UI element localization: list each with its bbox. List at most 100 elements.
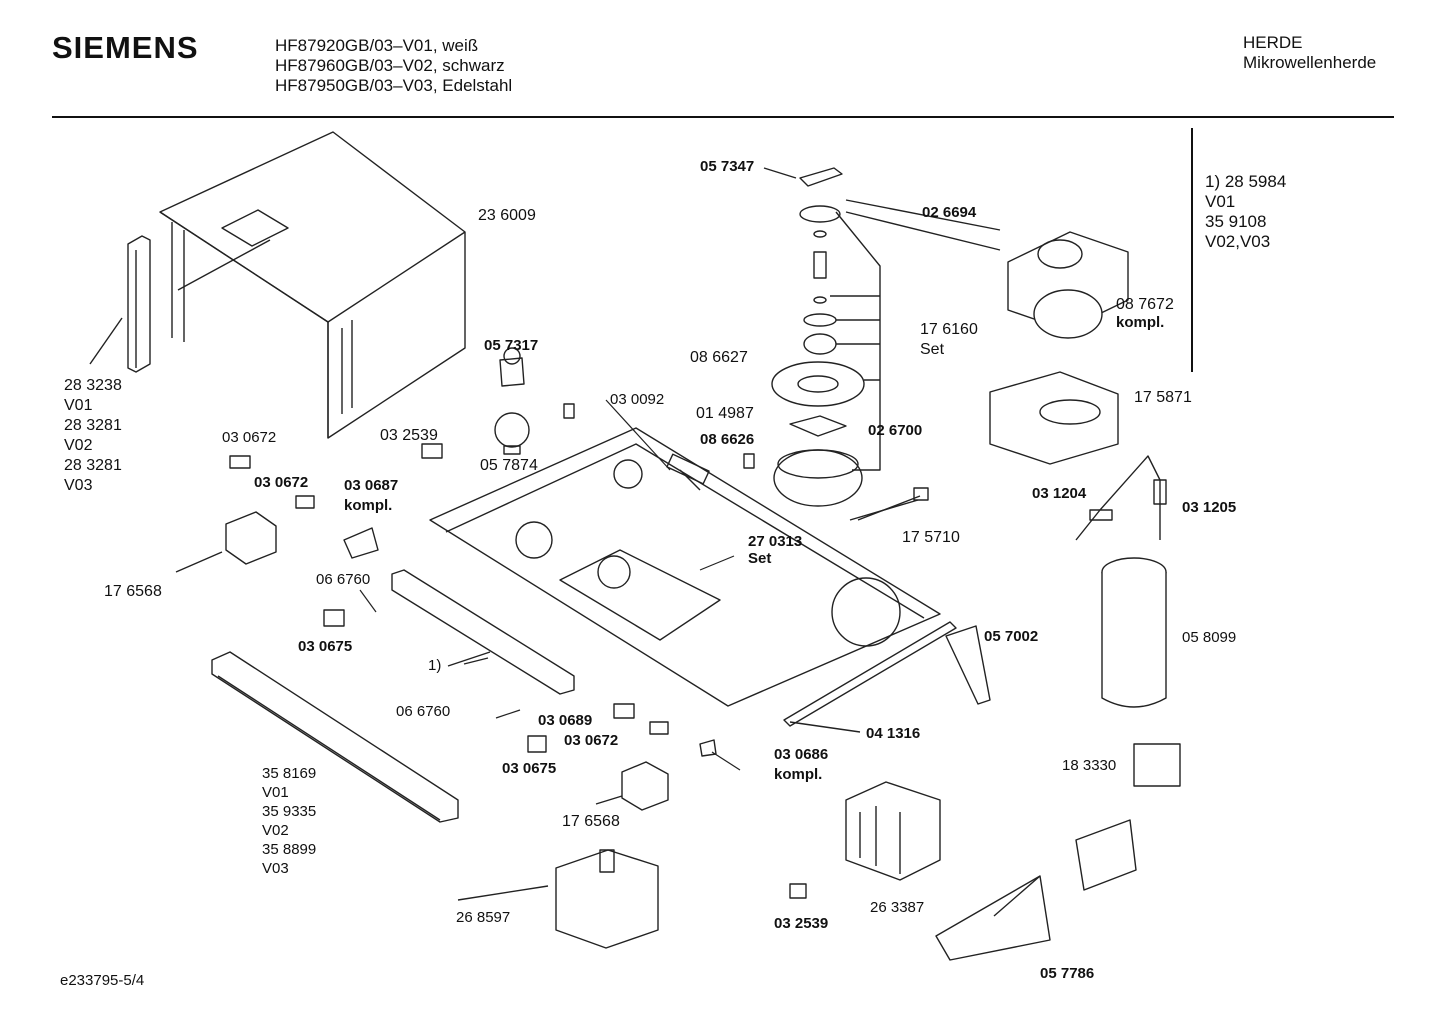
part-175710: 17 5710 [902, 529, 960, 546]
leader-lines [359, 399, 741, 771]
part-line: 08 7672 [1116, 296, 1174, 313]
fan-duct [989, 371, 1119, 465]
part-line: kompl. [344, 497, 393, 514]
category-line: Mikrowellenherde [1243, 53, 1377, 72]
part-031204: 03 1204 [1032, 485, 1087, 502]
part-line: 03 0687 [344, 477, 399, 494]
category-line: HERDE [1243, 33, 1303, 52]
part-030689: 03 0689 [538, 712, 593, 729]
part-032539: 03 2539 [774, 915, 829, 932]
category: HERDE Mikrowellenherde [1243, 33, 1376, 73]
footnote-block: 1) 28 5984 V01 35 9108 V02,V03 [1205, 172, 1286, 252]
mounting-bracket [1075, 819, 1137, 891]
part-line: 28 3238 [64, 377, 122, 394]
part-175871: 17 5871 [1134, 389, 1192, 406]
part-236009: 23 6009 [478, 207, 536, 224]
fan-motor [1007, 231, 1129, 339]
part-line: Set [920, 341, 945, 358]
lamp-bulb [494, 412, 530, 455]
part-030672: 03 0672 [564, 732, 619, 749]
part-283238-block: 28 3238 V01 28 3281 V02 28 3281 V03 [64, 376, 122, 496]
part-line: 35 9335 [262, 803, 317, 820]
drawing-id: e233795-5/4 [60, 972, 145, 989]
relay [1133, 743, 1181, 787]
part-line: 35 8899 [262, 841, 317, 858]
switch-assembly [175, 511, 277, 573]
base-plate [429, 427, 941, 707]
part-041316: 04 1316 [866, 725, 921, 742]
part-line: V02 [262, 822, 289, 839]
part-line: V03 [64, 477, 93, 494]
part-183330: 18 3330 [1062, 757, 1117, 774]
hinge-bar [211, 651, 459, 823]
part-270313: 27 0313 Set [748, 533, 802, 567]
wave-guide-strip [783, 621, 991, 733]
stirrer-stack [763, 167, 1001, 521]
part-line: V02 [64, 437, 93, 454]
part-026694: 02 6694 [922, 204, 977, 221]
model-list: HF87920GB/03–V01, weiß HF87960GB/03–V02,… [275, 36, 512, 96]
part-line: kompl. [774, 766, 823, 783]
part-line: Set [748, 550, 772, 567]
switch-assembly [595, 761, 669, 811]
part-030686: 03 0686 kompl. [774, 745, 828, 785]
magnetron [457, 849, 659, 949]
part-031205: 03 1205 [1182, 499, 1237, 516]
part-032539: 03 2539 [380, 427, 438, 444]
part-176568: 17 6568 [104, 583, 162, 600]
model-line: HF87950GB/03–V03, Edelstahl [275, 76, 513, 95]
capacitor [1101, 557, 1167, 708]
part-line: V03 [262, 860, 289, 877]
part-086626: 08 6626 [700, 431, 755, 448]
part-057002: 05 7002 [984, 628, 1039, 645]
outer-casing [159, 131, 466, 439]
part-line: V01 [64, 397, 93, 414]
part-066760: 06 6760 [316, 571, 371, 588]
part-026700: 02 6700 [868, 422, 923, 439]
part-line: 17 6160 [920, 321, 978, 338]
part-030675: 03 0675 [502, 760, 557, 777]
footnote-marker: 1) [428, 657, 442, 674]
part-line: V01 [262, 784, 289, 801]
part-line: 28 3281 [64, 417, 122, 434]
part-263387: 26 3387 [870, 899, 925, 916]
part-057786: 05 7786 [1040, 965, 1095, 982]
part-268597: 26 8597 [456, 909, 511, 926]
lamp-socket [499, 347, 525, 387]
footnote-line: V01 [1205, 192, 1236, 211]
part-030092: 03 0092 [610, 391, 665, 408]
part-058099: 05 8099 [1182, 629, 1237, 646]
part-014987: 01 4987 [696, 405, 754, 422]
model-line: HF87920GB/03–V01, weiß [275, 36, 479, 55]
part-line: 28 3281 [64, 457, 122, 474]
part-087672: 08 7672 kompl. [1116, 296, 1174, 332]
part-line: 35 8169 [262, 765, 317, 782]
small-clips [229, 403, 807, 899]
part-057317: 05 7317 [484, 337, 539, 354]
part-line: 03 0686 [774, 746, 829, 763]
header-rule [52, 116, 1394, 118]
footnote-line: 35 9108 [1205, 212, 1267, 231]
part-086627: 08 6627 [690, 349, 748, 366]
part-line: 27 0313 [748, 533, 803, 550]
part-030687: 03 0687 kompl. [344, 476, 398, 516]
part-030672: 03 0672 [222, 429, 277, 446]
front-bar [391, 569, 575, 695]
transformer [845, 781, 941, 881]
part-057874: 05 7874 [480, 457, 538, 474]
part-176160: 17 6160 Set [920, 320, 978, 360]
footnote-line: 1) 28 5984 [1205, 172, 1287, 191]
part-057347: 05 7347 [700, 158, 755, 175]
base-bracket [935, 875, 1051, 961]
part-030672: 03 0672 [254, 474, 309, 491]
footnote-line: V02,V03 [1205, 232, 1271, 251]
side-rail [89, 235, 151, 373]
part-line: kompl. [1116, 314, 1165, 331]
fuse-wiring [1075, 455, 1167, 541]
model-line: HF87960GB/03–V02, schwarz [275, 56, 505, 75]
brand-logo: SIEMENS [52, 30, 199, 65]
note-divider [1191, 128, 1193, 372]
part-030675: 03 0675 [298, 638, 353, 655]
part-066760: 06 6760 [396, 703, 451, 720]
